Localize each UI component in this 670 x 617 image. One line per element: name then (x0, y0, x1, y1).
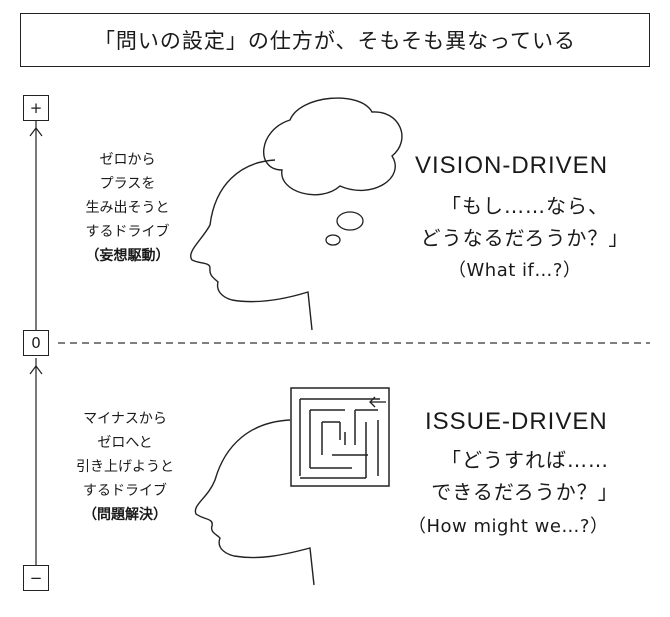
issue-quote-line1: 「どうすれば…… (441, 448, 609, 472)
issue-head-outline (194, 419, 315, 586)
axis-minus-box: − (23, 565, 49, 591)
vision-desc-kanji: （妄想駆動） (85, 248, 170, 264)
axis-lower-arrowhead (29, 365, 43, 375)
issue-quote: 「どうすれば…… できるだろうか？」 (405, 444, 645, 508)
title-box: 「問いの設定」の仕方が、そもそも異なっている (20, 13, 650, 67)
issue-quote-line2: できるだろうか？」 (431, 480, 619, 504)
vision-quote-line1: 「もし……なら、 (441, 194, 609, 218)
issue-english: （How might we…?） (408, 516, 609, 537)
issue-desc-line: するドライブ (83, 483, 167, 499)
thought-cloud (262, 97, 403, 196)
vision-desc-line: するドライブ (85, 224, 170, 240)
issue-desc-line: 引き上げようと (76, 459, 174, 475)
issue-description: マイナスから ゼロへと 引き上げようと するドライブ （問題解決） (50, 407, 200, 527)
vision-desc-line: 生み出そうと (85, 200, 170, 216)
issue-heading: ISSUE-DRIVEN (425, 408, 608, 435)
vision-desc-line: ゼロから (99, 152, 156, 168)
axis-zero-box: 0 (23, 330, 49, 356)
thought-bubble-small (325, 234, 341, 246)
axis-plus-box: + (23, 95, 49, 121)
page-title: 「問いの設定」の仕方が、そもそも異なっている (93, 29, 577, 53)
vision-quote: 「もし……なら、 どうなるだろうか？」 (395, 190, 655, 254)
issue-desc-line: マイナスから (83, 411, 167, 427)
thought-bubble-medium (336, 211, 364, 231)
axis-minus-label: − (29, 569, 43, 587)
axis-zero-label: 0 (31, 334, 41, 352)
vision-english: （What if…?） (448, 260, 582, 281)
axis-plus-label: + (29, 99, 43, 117)
issue-desc-kanji: （問題解決） (83, 507, 167, 523)
maze-arrow-icon (369, 396, 386, 408)
axis-upper-arrowhead (29, 127, 43, 137)
vision-head-outline (190, 159, 313, 331)
issue-desc-line: ゼロへと (97, 435, 153, 451)
vision-desc-line: プラスを (99, 176, 156, 192)
vision-quote-line2: どうなるだろうか？」 (420, 226, 630, 250)
vision-description: ゼロから プラスを 生み出そうと するドライブ （妄想駆動） (55, 148, 200, 268)
vision-heading: VISION-DRIVEN (415, 152, 609, 179)
maze-icon (290, 387, 390, 487)
